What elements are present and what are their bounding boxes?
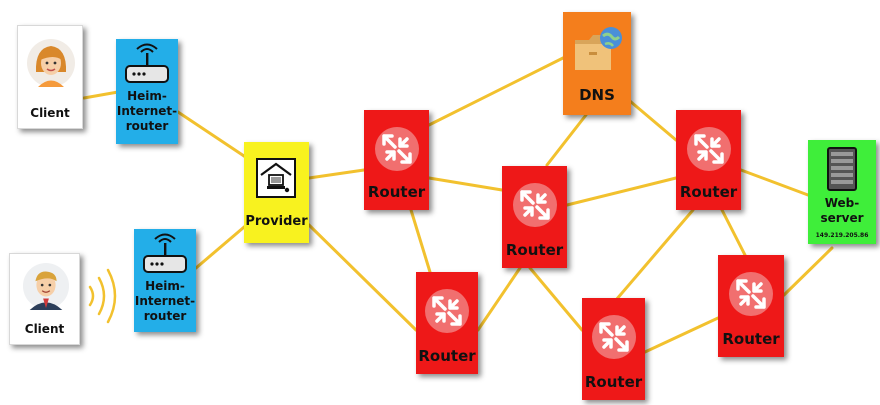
client-bottom-node: Client	[9, 253, 80, 345]
wireless-signal-icon	[90, 270, 115, 322]
webserver-label-line1: Web-	[808, 196, 876, 211]
router-3-node: Router	[676, 110, 741, 210]
link-router-5-router-6	[645, 318, 718, 352]
dns-label: DNS	[563, 86, 631, 104]
router-3-label: Router	[676, 183, 741, 201]
router-arrows-icon	[512, 182, 558, 228]
link-router-6-webserver	[784, 248, 832, 295]
home-router-bottom-node: Heim- Internet- router	[134, 229, 196, 332]
router-4-label: Router	[416, 347, 478, 365]
man-avatar-icon	[22, 262, 70, 310]
router-arrows-icon	[728, 271, 774, 317]
woman-avatar-icon	[26, 38, 76, 88]
home-router-bottom-label: Heim- Internet- router	[134, 279, 196, 324]
client-top-label: Client	[18, 106, 82, 120]
home-router-top-label: Heim- Internet- router	[116, 89, 178, 134]
link-provider-router-1	[309, 170, 364, 178]
link-router-1-router-4	[411, 210, 430, 272]
home-router-top-label-line2: Internet-	[116, 104, 178, 119]
router-arrows-icon	[424, 288, 470, 334]
wifi-router-icon	[122, 43, 172, 87]
router-arrows-icon	[374, 126, 420, 172]
link-dns-router-2	[547, 115, 586, 165]
folder-globe-icon	[571, 24, 623, 74]
link-provider-router-4	[309, 225, 416, 330]
provider-label: Provider	[244, 214, 309, 229]
link-router-3-webserver	[741, 170, 808, 195]
link-dns-router-3	[624, 96, 676, 140]
webserver-ip: 149.219.205.86	[808, 232, 876, 239]
webserver-label-line2: server	[808, 211, 876, 226]
link-router-2-router-4	[478, 268, 520, 330]
link-home-router-bottom-provider	[196, 222, 250, 268]
client-top-node: Client	[17, 25, 83, 129]
link-router-1-router-2	[429, 178, 502, 190]
link-router-3-router-5	[616, 210, 693, 300]
router-2-node: Router	[502, 166, 567, 268]
wifi-router-icon	[140, 233, 190, 277]
router-4-node: Router	[416, 272, 478, 374]
server-rack-icon	[826, 146, 858, 192]
router-6-label: Router	[718, 330, 784, 348]
router-6-node: Router	[718, 255, 784, 357]
router-arrows-icon	[686, 126, 732, 172]
link-router-3-router-6	[722, 210, 745, 255]
link-router-1-dns	[429, 58, 563, 125]
router-2-label: Router	[502, 241, 567, 259]
link-router-2-router-5	[530, 268, 582, 330]
client-bottom-label: Client	[10, 322, 79, 336]
home-router-top-label-line3: router	[116, 119, 178, 134]
home-router-bottom-label-line2: Internet-	[134, 294, 196, 309]
provider-node: Provider	[244, 142, 309, 243]
home-router-top-label-line1: Heim-	[116, 89, 178, 104]
home-router-bottom-label-line3: router	[134, 309, 196, 324]
router-arrows-icon	[591, 314, 637, 360]
router-5-node: Router	[582, 298, 645, 400]
dns-node: DNS	[563, 12, 631, 115]
link-client-top-home-router	[84, 92, 118, 98]
link-home-router-top-provider	[178, 112, 250, 160]
webserver-label: Web- server	[808, 196, 876, 226]
home-router-bottom-label-line1: Heim-	[134, 279, 196, 294]
link-router-2-router-3	[567, 178, 676, 205]
provider-building-icon	[256, 158, 296, 198]
home-router-top-node: Heim- Internet- router	[116, 39, 178, 144]
webserver-node: Web- server 149.219.205.86	[808, 140, 876, 244]
router-5-label: Router	[582, 373, 645, 391]
router-1-node: Router	[364, 110, 429, 210]
router-1-label: Router	[364, 183, 429, 201]
